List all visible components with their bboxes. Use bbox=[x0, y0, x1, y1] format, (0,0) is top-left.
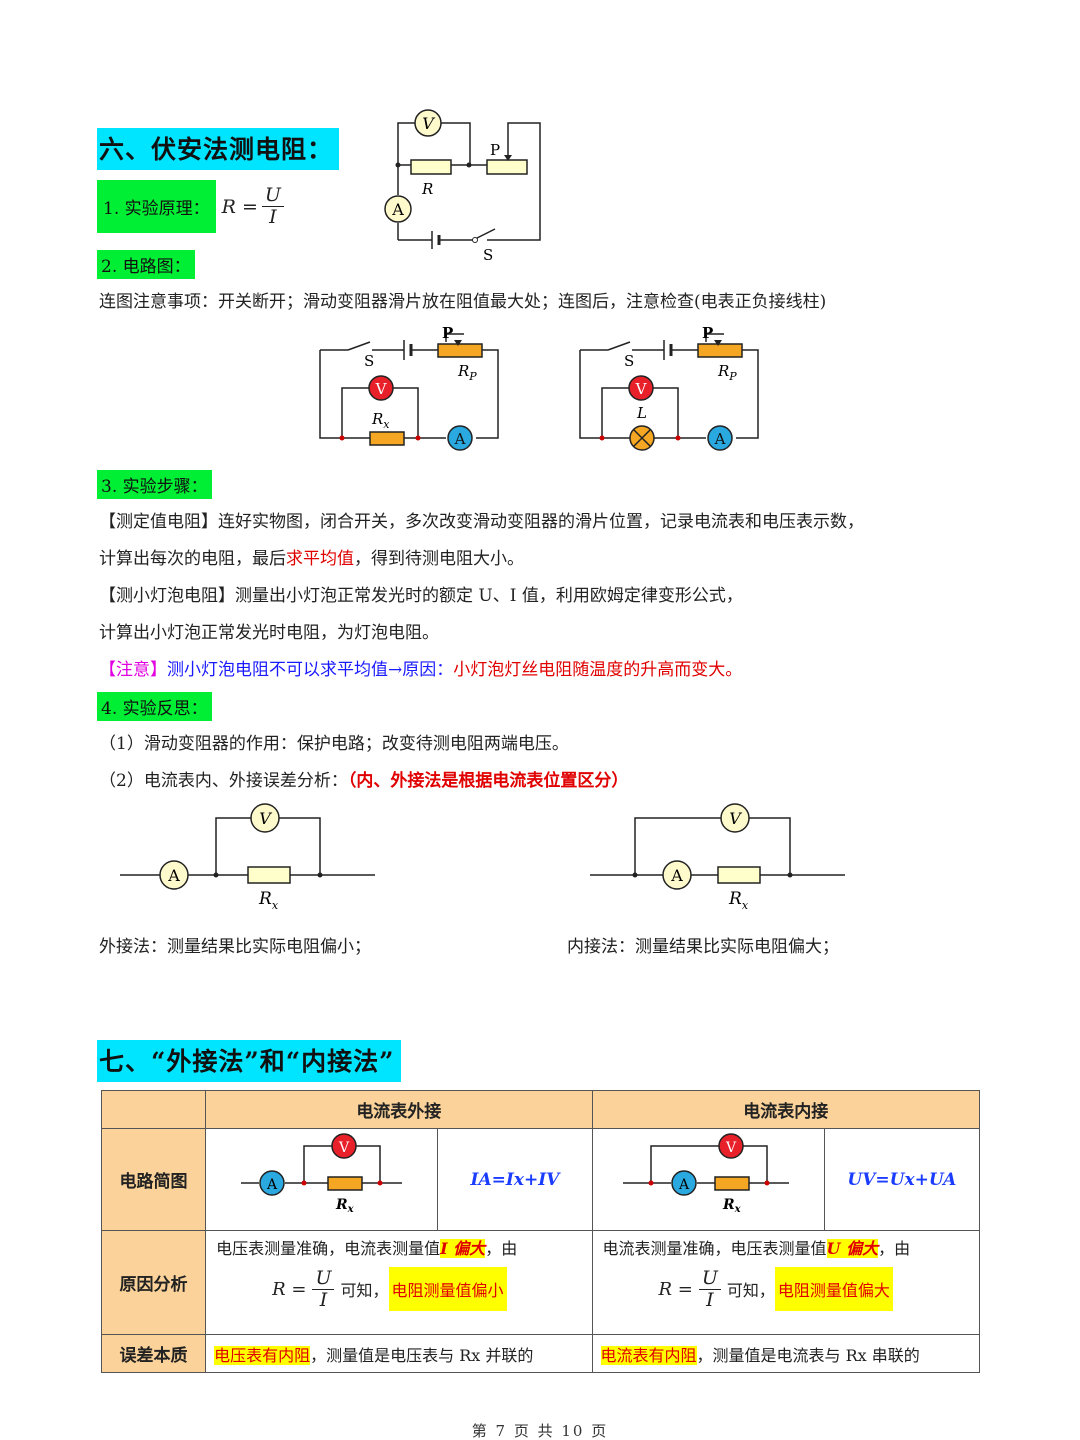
left-ammeter-icon bbox=[447, 425, 473, 451]
formula-denominator: I bbox=[269, 206, 277, 228]
svg-text:V: V bbox=[338, 1140, 350, 1156]
svg-text:Rx: Rx bbox=[335, 1197, 355, 1215]
steps-label: 3. 实验步骤： bbox=[97, 470, 212, 499]
wiring-note: 连图注意事项：开关断开；滑动变阻器滑片放在阻值最大处；连图后，注意检查(电表正负… bbox=[99, 292, 827, 312]
right-voltmeter-label: V bbox=[635, 380, 648, 398]
page-footer: 第 7 页 共 10 页 bbox=[471, 1422, 609, 1440]
switch-s-label: S bbox=[483, 246, 493, 264]
principle-row: 1. 实验原理： R = U I bbox=[97, 180, 284, 233]
left-s-label: S bbox=[364, 352, 374, 370]
lamp-l-label: L bbox=[636, 404, 647, 422]
int-rx-label: Rx bbox=[728, 889, 749, 912]
row-circuit-header: 电路简图 bbox=[100, 1128, 207, 1231]
section7-title: 七、“外接法”和“内接法” bbox=[97, 1040, 401, 1082]
reflect1: （1）滑动变阻器的作用：保护电路；改变待测电阻两端电压。 bbox=[99, 734, 569, 754]
top-circuit-diagram: V P R A S bbox=[384, 109, 541, 264]
external-diagram: A V Rx bbox=[120, 803, 375, 912]
principle-label: 1. 实验原理： bbox=[97, 180, 216, 233]
internal-caption: 内接法：测量结果比实际电阻偏大； bbox=[567, 937, 839, 957]
step1-line1: 【测定值电阻】连好实物图，闭合开关，多次改变滑动变阻器的滑片位置，记录电流表和电… bbox=[99, 512, 864, 532]
int-ammeter-icon bbox=[662, 860, 692, 890]
ext-error-cell: 电压表有内阻，测量值是电压表与 Rx 并联的 bbox=[205, 1334, 593, 1373]
right-voltmeter-icon bbox=[628, 375, 654, 401]
int-mini-circuit: A V Rx bbox=[622, 1133, 789, 1215]
right-s-label: S bbox=[624, 352, 634, 370]
formula-lhs: R = bbox=[221, 195, 258, 218]
formula-numerator: U bbox=[261, 185, 284, 207]
step2-line1: 【测小灯泡电阻】测量出小灯泡正常发光时的额定 U、I 值，利用欧姆定律变形公式， bbox=[99, 586, 743, 606]
ext-ammeter-label: A bbox=[167, 866, 180, 885]
rheostat bbox=[486, 159, 528, 175]
voltmeter-icon bbox=[414, 109, 442, 137]
reflect2: （2）电流表内、外接误差分析：（内、外接法是根据电流表位置区分） bbox=[99, 771, 629, 791]
right-ammeter-icon bbox=[707, 425, 733, 451]
svg-text:V: V bbox=[724, 1140, 736, 1156]
step2-line2: 计算出小灯泡正常发光时电阻，为灯泡电阻。 bbox=[99, 623, 439, 643]
reflect-label: 4. 实验反思： bbox=[97, 692, 212, 721]
left-p-label: P bbox=[442, 324, 453, 342]
ammeter-icon bbox=[384, 195, 412, 223]
int-error-cell: 电流表有内阻，测量值是电流表与 Rx 串联的 bbox=[591, 1334, 981, 1373]
step1-line2: 计算出每次的电阻，最后求平均值，得到待测电阻大小。 bbox=[99, 549, 524, 569]
voltmeter-label: V bbox=[422, 114, 435, 133]
rheostat-p-label: P bbox=[490, 141, 500, 159]
colored-circuits: P RP S V Rx A P RP S V L bbox=[319, 324, 759, 451]
ammeter-label: A bbox=[391, 200, 404, 219]
svg-text:Rx: Rx bbox=[722, 1197, 742, 1215]
circuit-label: 2. 电路图： bbox=[97, 250, 195, 279]
note-line: 【注意】测小灯泡电阻不可以求平均值→原因：小灯泡灯丝电阻随温度的升高而变大。 bbox=[99, 660, 743, 680]
right-rp-label: RP bbox=[717, 362, 737, 383]
svg-text:A: A bbox=[266, 1177, 278, 1193]
right-p-label: P bbox=[702, 324, 713, 342]
int-voltmeter-label: V bbox=[729, 809, 742, 828]
comparison-table: 电流表外接 电流表内接 电路简图 A V Rx bbox=[100, 1090, 981, 1373]
left-rx-label: Rx bbox=[371, 410, 390, 431]
left-voltmeter-icon bbox=[368, 375, 394, 401]
left-ammeter-label: A bbox=[454, 430, 466, 448]
ext-rx-label: Rx bbox=[258, 889, 279, 912]
internal-diagram: A V Rx bbox=[590, 803, 845, 912]
right-ammeter-label: A bbox=[714, 430, 726, 448]
col-external-header: 电流表外接 bbox=[205, 1090, 593, 1129]
int-voltmeter-icon bbox=[720, 803, 750, 833]
int-formula: UV=Ux+UA bbox=[823, 1128, 981, 1231]
left-rp-label: RP bbox=[457, 362, 477, 383]
formula-fraction: U I bbox=[261, 185, 284, 228]
int-circuit-cell: A V Rx bbox=[591, 1128, 825, 1231]
ext-mini-circuit: A V Rx bbox=[241, 1133, 403, 1215]
ext-formula: IA=Ix+IV bbox=[437, 1128, 593, 1231]
external-caption: 外接法：测量结果比实际电阻偏小； bbox=[99, 937, 371, 957]
ext-circuit-cell: A V Rx bbox=[205, 1128, 439, 1231]
resistor-r bbox=[410, 159, 452, 175]
table-corner bbox=[100, 1090, 207, 1129]
section6-title: 六、伏安法测电阻： bbox=[97, 128, 340, 170]
ext-ammeter-icon bbox=[159, 860, 189, 890]
svg-text:A: A bbox=[677, 1177, 689, 1193]
resistor-r-label: R bbox=[421, 180, 433, 198]
col-internal-header: 电流表内接 bbox=[591, 1090, 981, 1129]
ext-voltmeter-icon bbox=[250, 803, 280, 833]
left-voltmeter-label: V bbox=[375, 380, 388, 398]
ext-voltmeter-label: V bbox=[259, 809, 272, 828]
row-error-header: 误差本质 bbox=[100, 1334, 207, 1373]
row-reason-header: 原因分析 bbox=[100, 1230, 207, 1335]
int-ammeter-label: A bbox=[670, 866, 683, 885]
